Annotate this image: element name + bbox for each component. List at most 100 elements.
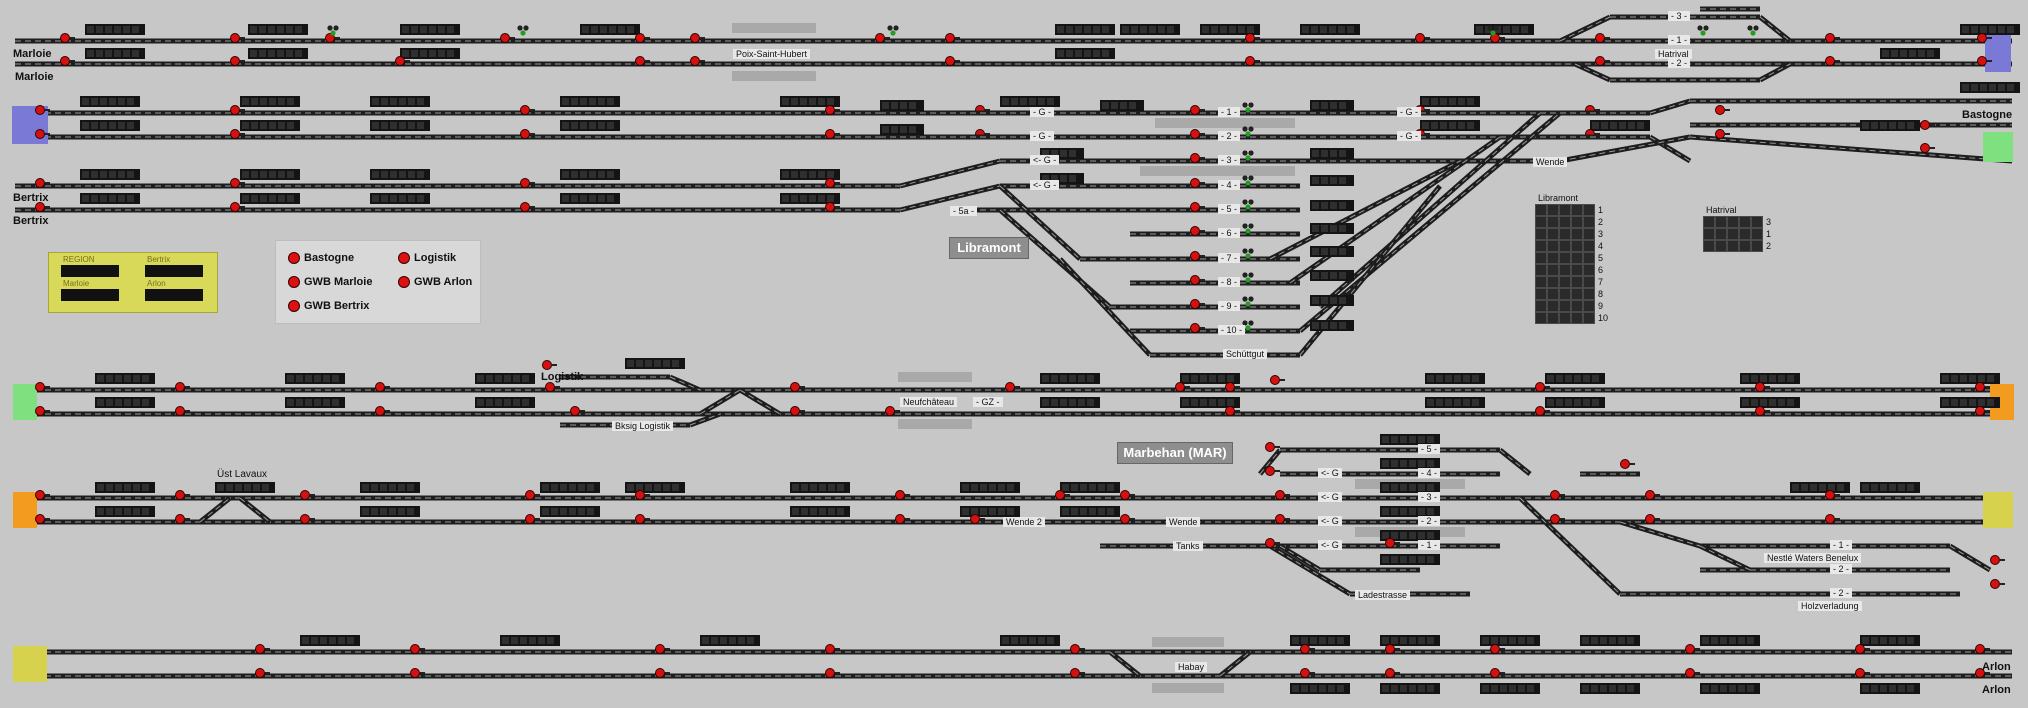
signal[interactable] xyxy=(1005,382,1021,392)
signal[interactable] xyxy=(35,178,51,188)
signal[interactable] xyxy=(1070,668,1086,678)
signal[interactable] xyxy=(175,514,191,524)
signal[interactable] xyxy=(875,33,891,43)
shunt-signal[interactable] xyxy=(1242,102,1254,113)
signal[interactable] xyxy=(300,490,316,500)
signal[interactable] xyxy=(175,406,191,416)
signal[interactable] xyxy=(1715,129,1731,139)
signal[interactable] xyxy=(1855,644,1871,654)
signal[interactable] xyxy=(1190,178,1206,188)
signal[interactable] xyxy=(825,178,841,188)
signal[interactable] xyxy=(1550,490,1566,500)
signal[interactable] xyxy=(1645,514,1661,524)
signal[interactable] xyxy=(690,33,706,43)
signal[interactable] xyxy=(230,129,246,139)
signal[interactable] xyxy=(1245,33,1261,43)
signal[interactable] xyxy=(35,406,51,416)
signal[interactable] xyxy=(635,33,651,43)
signal[interactable] xyxy=(790,406,806,416)
signal[interactable] xyxy=(1300,668,1316,678)
shunt-signal[interactable] xyxy=(517,25,529,36)
signal[interactable] xyxy=(1175,382,1191,392)
signal[interactable] xyxy=(1825,33,1841,43)
signal[interactable] xyxy=(35,129,51,139)
signal[interactable] xyxy=(1645,490,1661,500)
signal[interactable] xyxy=(1385,644,1401,654)
legend-item-gwb-marloie[interactable]: GWB Marloie xyxy=(288,276,372,289)
signal[interactable] xyxy=(1855,668,1871,678)
signal[interactable] xyxy=(375,406,391,416)
signal[interactable] xyxy=(255,668,271,678)
signal[interactable] xyxy=(655,644,671,654)
signal[interactable] xyxy=(230,178,246,188)
shunt-signal[interactable] xyxy=(1242,175,1254,186)
signal[interactable] xyxy=(1245,56,1261,66)
signal[interactable] xyxy=(1385,668,1401,678)
signal[interactable] xyxy=(255,644,271,654)
signal[interactable] xyxy=(230,33,246,43)
signal[interactable] xyxy=(35,105,51,115)
signal[interactable] xyxy=(1190,299,1206,309)
signal[interactable] xyxy=(60,33,76,43)
shunt-signal[interactable] xyxy=(327,25,339,36)
signal[interactable] xyxy=(230,202,246,212)
signal[interactable] xyxy=(1190,129,1206,139)
signal[interactable] xyxy=(895,490,911,500)
signal[interactable] xyxy=(825,668,841,678)
signal[interactable] xyxy=(1825,56,1841,66)
signal[interactable] xyxy=(520,129,536,139)
signal[interactable] xyxy=(1490,668,1506,678)
shunt-signal[interactable] xyxy=(1697,25,1709,36)
signal[interactable] xyxy=(1975,382,1991,392)
legend-item-gwb-arlon[interactable]: GWB Arlon xyxy=(398,276,472,289)
signal[interactable] xyxy=(1120,514,1136,524)
signal[interactable] xyxy=(1977,56,1993,66)
signal[interactable] xyxy=(1270,375,1286,385)
signal[interactable] xyxy=(525,490,541,500)
signal[interactable] xyxy=(635,56,651,66)
signal[interactable] xyxy=(525,514,541,524)
shunt-signal[interactable] xyxy=(1242,126,1254,137)
signal[interactable] xyxy=(1715,105,1731,115)
signal[interactable] xyxy=(520,202,536,212)
signal[interactable] xyxy=(570,406,586,416)
signal[interactable] xyxy=(885,406,901,416)
shunt-signal[interactable] xyxy=(1242,296,1254,307)
signal[interactable] xyxy=(1070,644,1086,654)
signal[interactable] xyxy=(1977,33,1993,43)
signal[interactable] xyxy=(1225,382,1241,392)
signal[interactable] xyxy=(1990,555,2006,565)
shunt-signal[interactable] xyxy=(1242,223,1254,234)
shunt-signal[interactable] xyxy=(1242,248,1254,259)
signal[interactable] xyxy=(1825,514,1841,524)
signal[interactable] xyxy=(1190,251,1206,261)
signal[interactable] xyxy=(895,514,911,524)
signal[interactable] xyxy=(1265,466,1281,476)
shunt-signal[interactable] xyxy=(1747,25,1759,36)
signal[interactable] xyxy=(545,382,561,392)
shunt-signal[interactable] xyxy=(1487,25,1499,36)
signal[interactable] xyxy=(825,105,841,115)
signal[interactable] xyxy=(825,129,841,139)
signal[interactable] xyxy=(325,33,341,43)
signal[interactable] xyxy=(35,382,51,392)
signal[interactable] xyxy=(790,382,806,392)
shunt-signal[interactable] xyxy=(1242,199,1254,210)
signal[interactable] xyxy=(1990,579,2006,589)
signal[interactable] xyxy=(1975,668,1991,678)
signal[interactable] xyxy=(520,178,536,188)
signal[interactable] xyxy=(1225,406,1241,416)
signal[interactable] xyxy=(1385,538,1401,548)
legend-item-logistik[interactable]: Logistik xyxy=(398,252,456,265)
signal[interactable] xyxy=(1595,56,1611,66)
signal[interactable] xyxy=(655,668,671,678)
signal[interactable] xyxy=(1190,275,1206,285)
signal[interactable] xyxy=(1920,120,1936,130)
signal[interactable] xyxy=(1535,382,1551,392)
signal[interactable] xyxy=(35,490,51,500)
signal[interactable] xyxy=(300,514,316,524)
signal[interactable] xyxy=(1920,143,1936,153)
signal[interactable] xyxy=(825,644,841,654)
signal[interactable] xyxy=(1190,105,1206,115)
signal[interactable] xyxy=(1275,514,1291,524)
